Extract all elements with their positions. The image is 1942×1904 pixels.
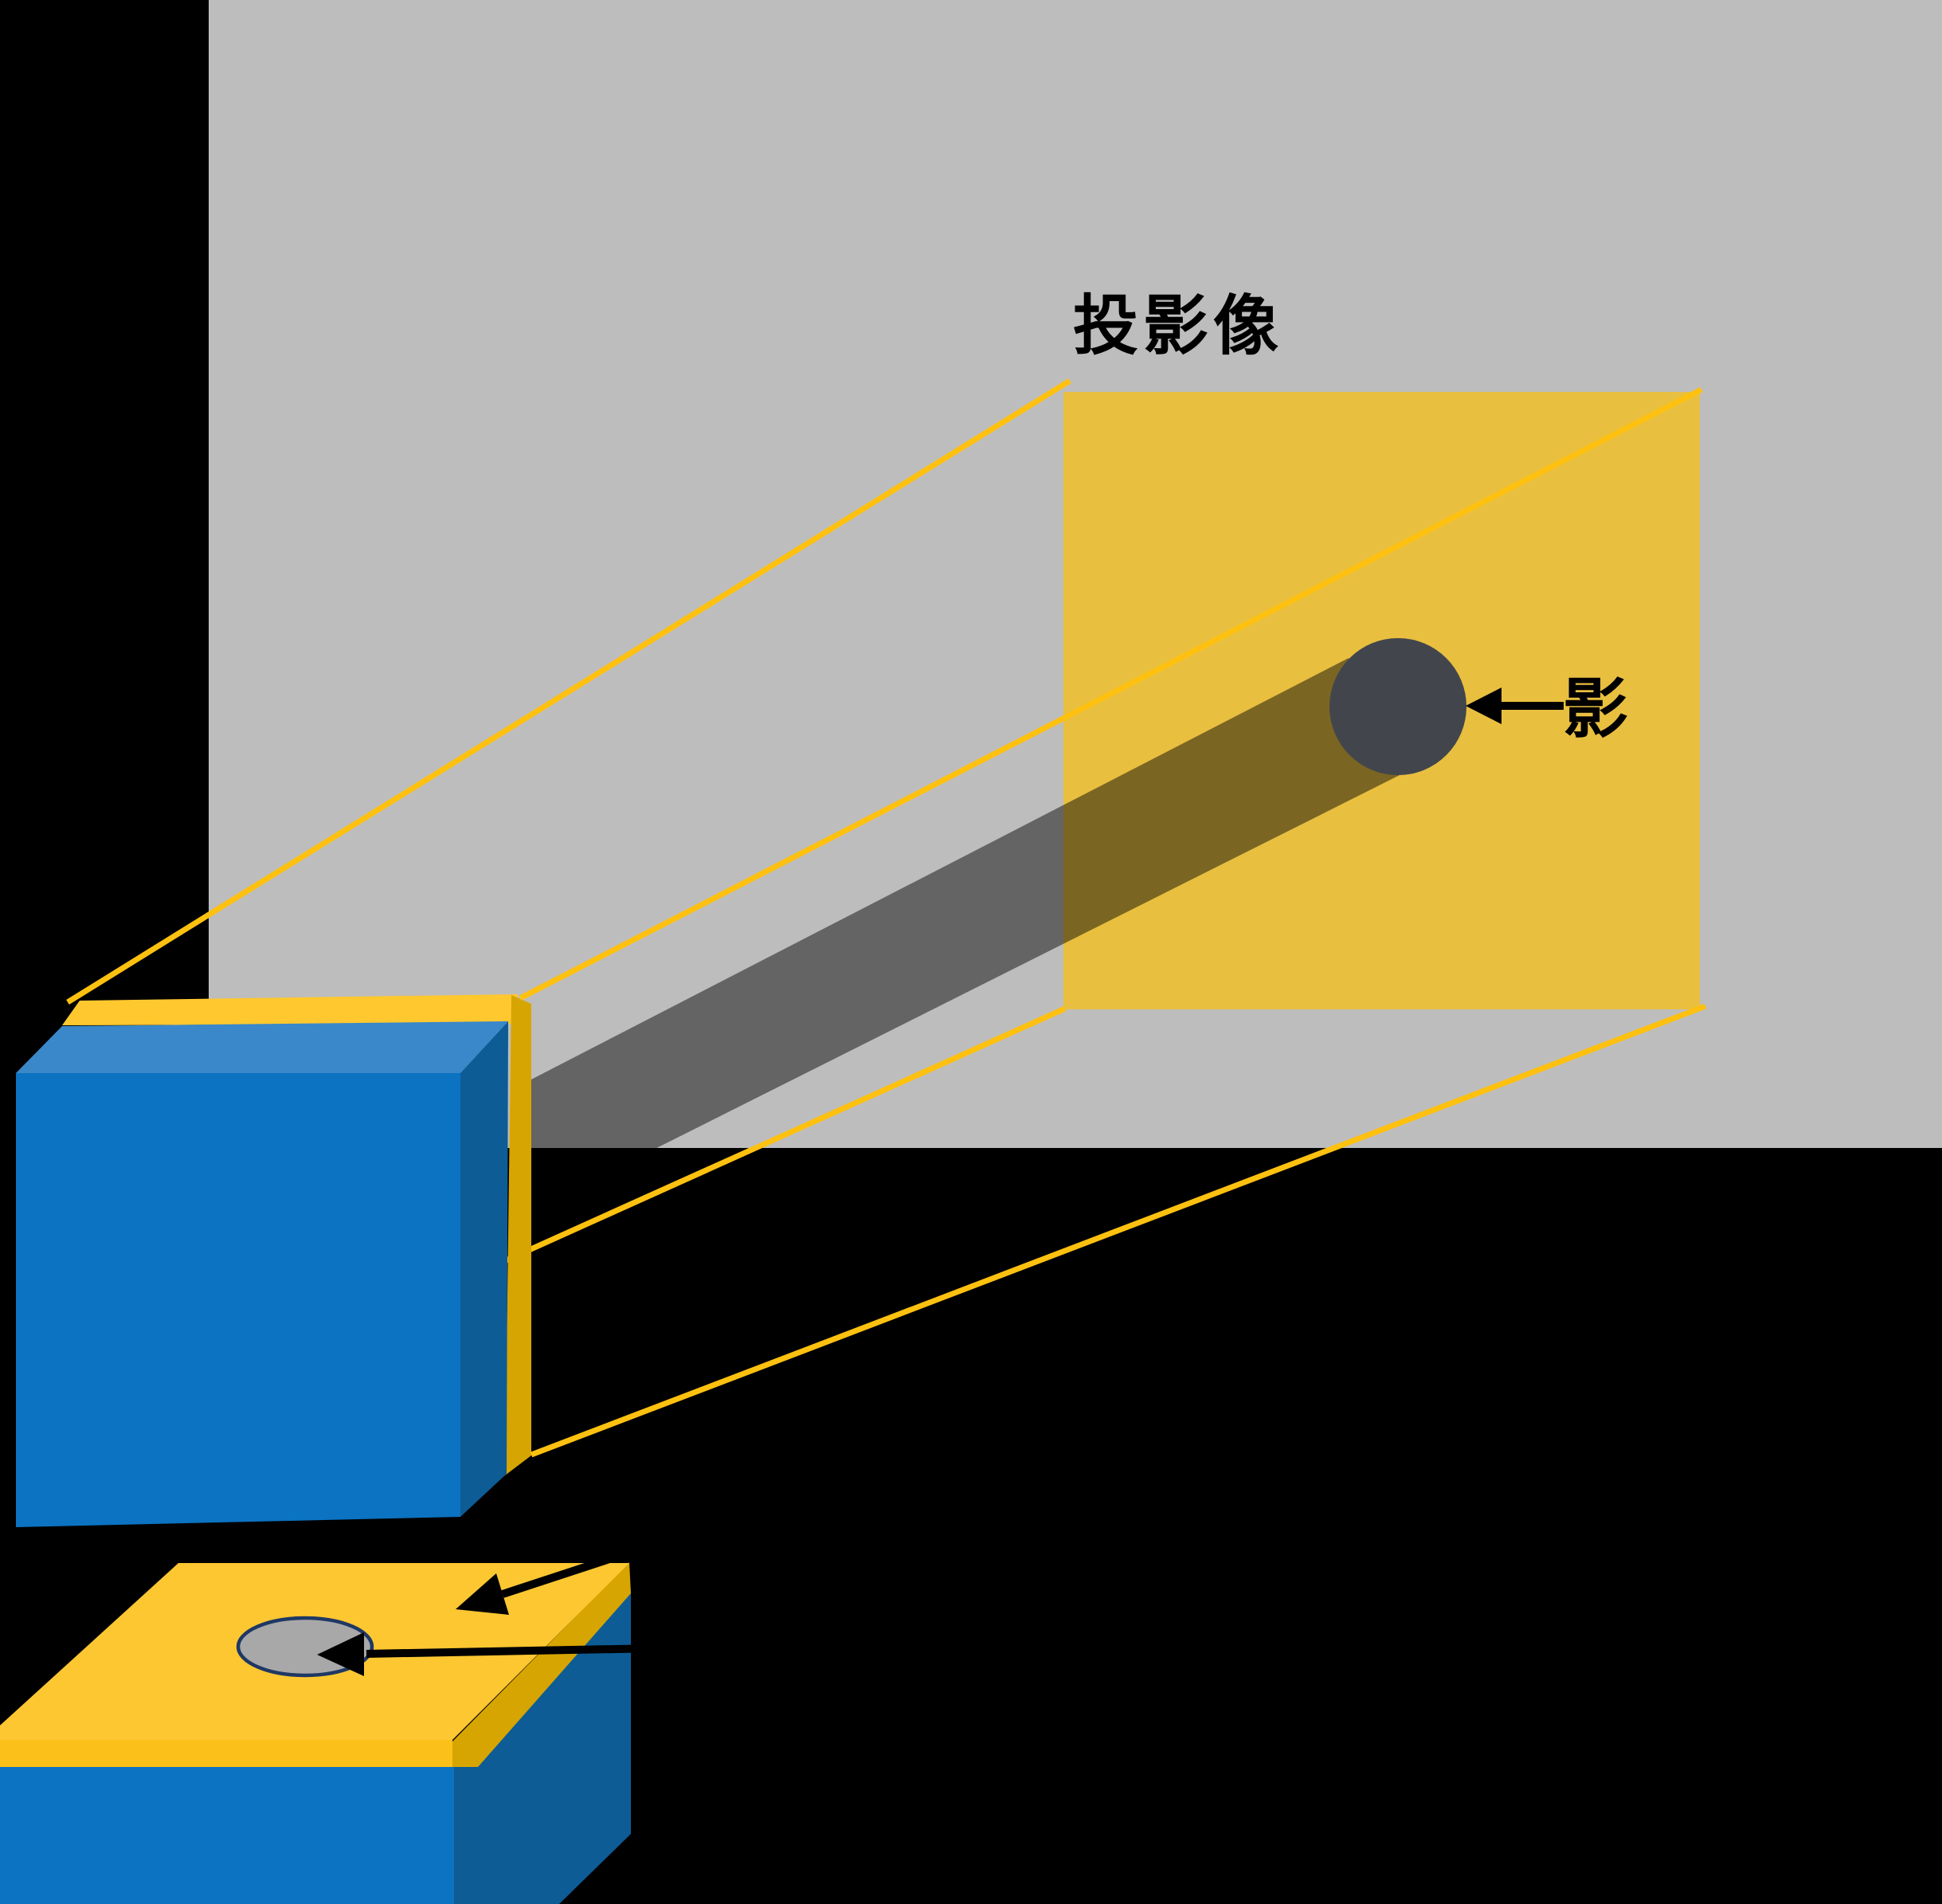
specimen-lower-arrow-head-icon: [317, 1632, 364, 1676]
source-box: [16, 994, 531, 1527]
source-box-top-face: [16, 1021, 508, 1073]
specimen-upper-arrow-head-icon: [456, 1573, 509, 1615]
arrows: [317, 688, 1564, 1676]
projection-ray-top-left: [66, 378, 1071, 1005]
source-box-front-face: [16, 1073, 460, 1527]
projection-ray-top-right: [519, 386, 1703, 1001]
shadow-circle: [1329, 638, 1466, 775]
specimen-upper-arrow-shaft: [501, 1471, 866, 1598]
specimen-plate-front-face: [0, 1767, 454, 1904]
shadow-beam: [531, 658, 1400, 1148]
source-plate-top-strip: [62, 994, 518, 1025]
specimen-lower-arrow-shaft: [366, 1640, 865, 1658]
projection-ray-bottom-right: [530, 1003, 1707, 1458]
shadow-arrow-head-icon: [1466, 688, 1502, 724]
specimen-plate: [0, 1562, 631, 1904]
projected-image-label: 投影像: [1073, 288, 1283, 364]
specimen-plate-gold-band: [437, 1562, 631, 1767]
shadow-label: 影: [1563, 672, 1633, 747]
source-box-right-face: [460, 1021, 508, 1517]
specimen-plate-front-strip: [0, 1740, 452, 1767]
source-plate-gold-edge: [505, 995, 531, 1475]
specimen-plate-right-face: [454, 1590, 631, 1904]
